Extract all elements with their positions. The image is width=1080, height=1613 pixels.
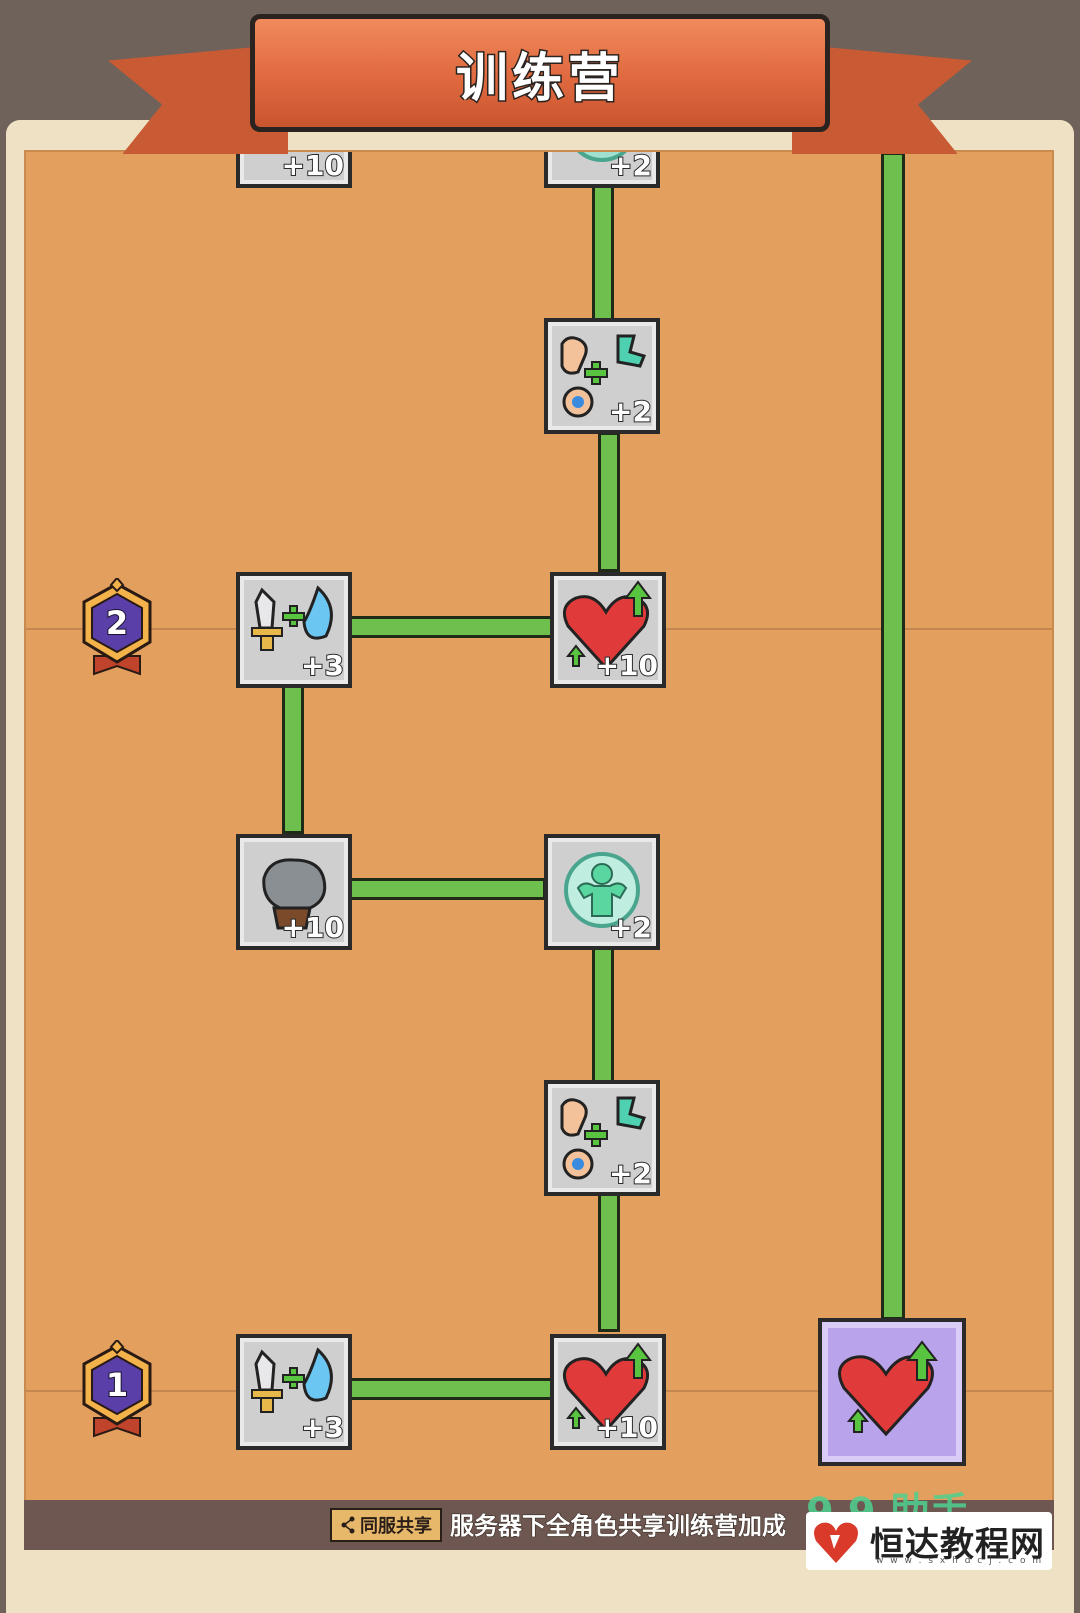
node-bonus: +2 bbox=[608, 394, 653, 429]
node-bonus: +2 bbox=[608, 150, 653, 183]
shield-badge-icon bbox=[82, 576, 152, 676]
connector bbox=[592, 944, 614, 1084]
connector bbox=[346, 616, 556, 638]
node-bonus: +3 bbox=[300, 648, 345, 683]
node-bonus: +10 bbox=[281, 150, 345, 183]
node-bonus: +2 bbox=[608, 910, 653, 945]
site-watermark: 恒达教程网 w w w . s x h d c j . c o m bbox=[806, 1512, 1052, 1570]
connector bbox=[592, 182, 614, 322]
connector bbox=[346, 1378, 556, 1400]
sword-plus-flame-icon bbox=[251, 1347, 333, 1413]
connector bbox=[346, 878, 546, 900]
level-number: 1 bbox=[105, 1365, 129, 1405]
server-share-tag: 同服共享 bbox=[330, 1508, 442, 1542]
skill-node-armor[interactable]: +10 bbox=[236, 834, 352, 950]
heart-up-icon bbox=[838, 1340, 939, 1437]
stats-combo-icon bbox=[560, 1096, 647, 1180]
page-title: 训练营 bbox=[454, 47, 624, 110]
connector bbox=[282, 682, 304, 834]
skill-node-armor[interactable]: +10 bbox=[236, 150, 352, 188]
skill-node-muscle[interactable]: +2 bbox=[544, 834, 660, 950]
footer-description: 服务器下全角色共享训练营加成 bbox=[450, 1512, 787, 1541]
title-banner: 训练营 bbox=[250, 14, 830, 132]
skill-node-weapon[interactable]: +3 bbox=[236, 572, 352, 688]
skill-tree-board: 2 1 +10 +2 +2 bbox=[24, 150, 1054, 1540]
watermark-url: w w w . s x h d c j . c o m bbox=[876, 1556, 1044, 1566]
skill-node-stats[interactable]: +2 bbox=[544, 1080, 660, 1196]
level-badge-2: 2 bbox=[76, 576, 158, 678]
muscle-icon bbox=[564, 852, 640, 928]
node-bonus: +10 bbox=[595, 648, 659, 683]
connector bbox=[881, 152, 905, 1320]
level-badge-1: 1 bbox=[76, 1338, 158, 1440]
muscle-icon bbox=[577, 152, 627, 162]
skill-node-heart[interactable]: +10 bbox=[550, 572, 666, 688]
heart-up-icon bbox=[562, 1342, 652, 1433]
connector bbox=[598, 432, 620, 572]
node-bonus: +3 bbox=[300, 1410, 345, 1445]
node-bonus: +10 bbox=[595, 1410, 659, 1445]
skill-node-muscle[interactable]: +2 bbox=[544, 150, 660, 188]
share-icon bbox=[341, 1516, 355, 1534]
watermark-text: 恒达教程网 bbox=[870, 1524, 1045, 1565]
skill-node-special-heart[interactable] bbox=[818, 1318, 966, 1466]
connector bbox=[598, 1192, 620, 1332]
skill-node-stats[interactable]: +2 bbox=[544, 318, 660, 434]
sword-plus-flame-icon bbox=[251, 585, 333, 651]
stats-combo-icon bbox=[560, 334, 647, 418]
node-bonus: +10 bbox=[281, 910, 345, 945]
skill-node-heart[interactable]: +10 bbox=[550, 1334, 666, 1450]
share-tag-label: 同服共享 bbox=[360, 1516, 432, 1537]
skill-node-weapon[interactable]: +3 bbox=[236, 1334, 352, 1450]
level-number: 2 bbox=[105, 603, 129, 643]
heart-up-icon bbox=[562, 580, 652, 671]
heart-logo-icon bbox=[814, 1522, 858, 1563]
armor-icon bbox=[262, 858, 327, 930]
shield-badge-icon bbox=[82, 1338, 152, 1438]
node-bonus: +2 bbox=[608, 1156, 653, 1191]
